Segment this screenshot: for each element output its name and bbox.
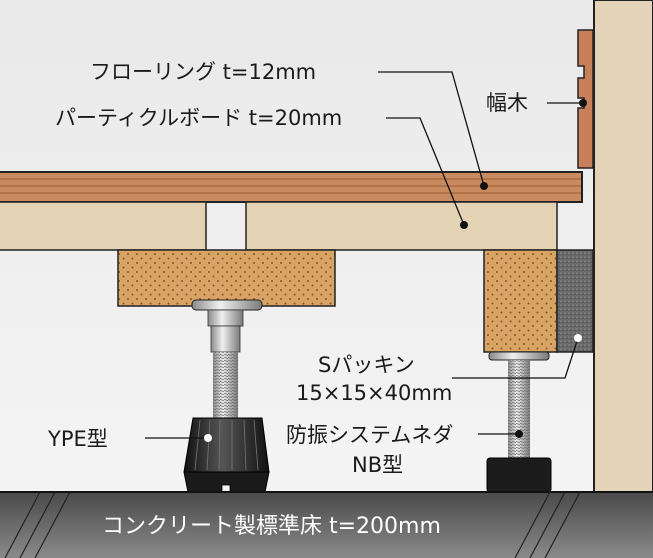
leader-lines [145, 71, 583, 439]
baseboard-marker [579, 99, 587, 107]
nb-marker [515, 430, 523, 438]
particle-board-left [0, 201, 207, 251]
particle-board-right [245, 201, 558, 251]
flooring-board [0, 171, 583, 203]
label-baseboard: 幅木 [486, 91, 528, 115]
label-nb-line1: 防振システムネダ [286, 423, 453, 447]
wall [593, 0, 653, 493]
label-ype: YPE型 [47, 427, 108, 451]
label-nb-line2: NB型 [352, 453, 403, 477]
support-block-right [483, 249, 558, 353]
baseboard [577, 29, 594, 169]
s-packing-marker [574, 334, 582, 342]
support-block-left [117, 249, 336, 307]
label-s-packing: Sパッキン [318, 353, 415, 377]
label-flooring: フローリング t=12mm [90, 60, 316, 84]
label-particle-board: パーティクルボード t=20mm [55, 106, 342, 130]
concrete-floor [0, 491, 653, 558]
nb-support-post [486, 351, 552, 493]
label-concrete-floor: コンクリート製標準床 t=200mm [102, 514, 441, 539]
ype-support-post [183, 299, 270, 493]
flooring-marker [480, 182, 488, 190]
particle-board-marker [460, 221, 468, 229]
ype-marker [204, 434, 212, 442]
s-packing [556, 249, 594, 353]
label-s-packing-size: 15×15×40mm [296, 381, 452, 405]
